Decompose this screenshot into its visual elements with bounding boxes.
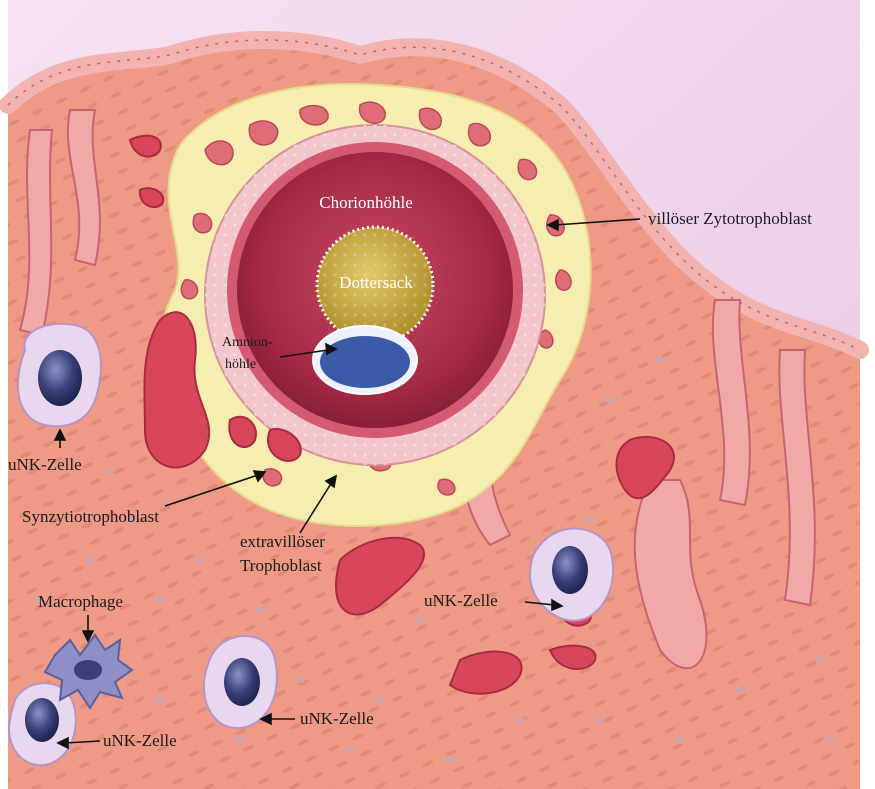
label-extravilloeser-1: extravillöser: [240, 532, 325, 551]
label-dottersack: Dottersack: [339, 273, 413, 292]
unk-cell-left: [18, 324, 101, 427]
label-amnionhoehle-2: höhle: [225, 357, 256, 372]
amniotic-cavity: [320, 336, 410, 388]
label-unk-zelle-bottom-left: uNK-Zelle: [103, 731, 177, 750]
unk-cell-right: [530, 529, 613, 621]
label-unk-zelle-left: uNK-Zelle: [8, 455, 82, 474]
unk-cell-bottom-mid: [204, 636, 277, 728]
label-chorionhoehle: Chorionhöhle: [319, 193, 413, 212]
label-synzytiotrophoblast: Synzytiotrophoblast: [22, 507, 159, 526]
label-unk-zelle-bottom-mid: uNK-Zelle: [300, 709, 374, 728]
label-unk-zelle-right: uNK-Zelle: [424, 591, 498, 610]
label-villoeser-zytotrophoblast: villöser Zytotrophoblast: [648, 209, 812, 228]
label-amnionhoehle-1: Amnion-: [222, 335, 273, 350]
label-macrophage: Macrophage: [38, 592, 123, 611]
label-extravilloeser-2: Trophoblast: [240, 556, 322, 575]
